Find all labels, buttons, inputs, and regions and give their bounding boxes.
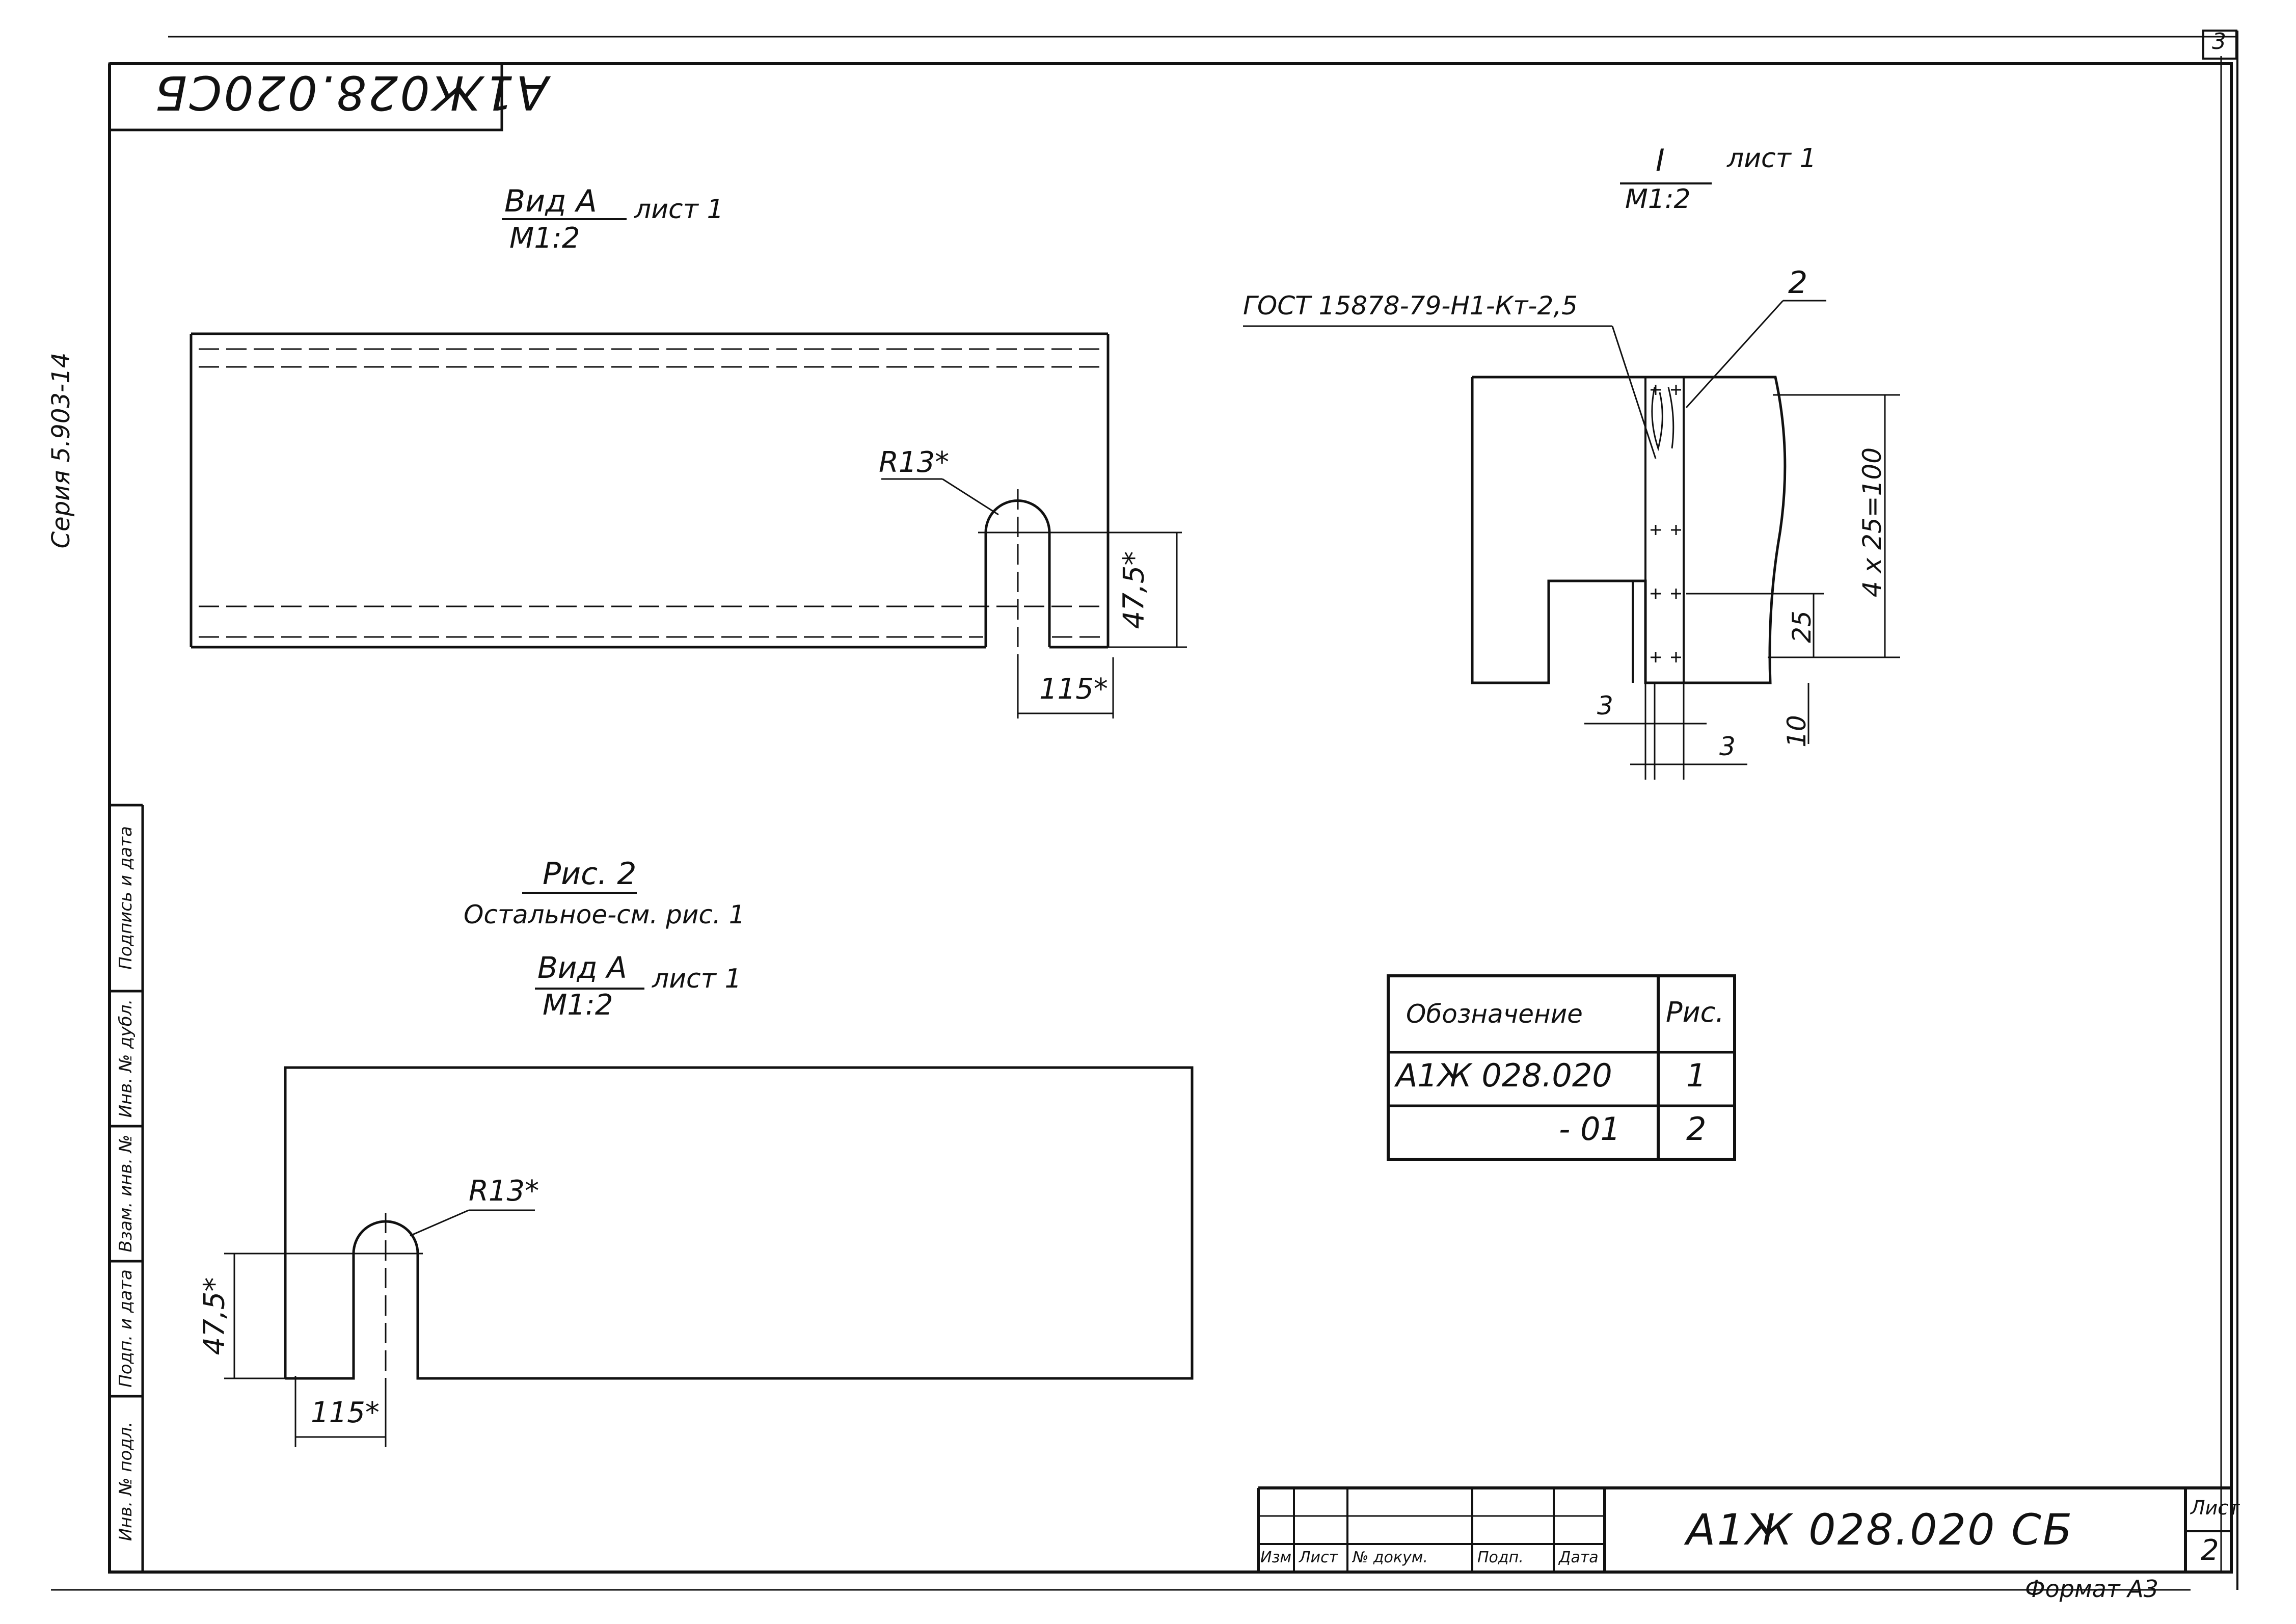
format-label: Формат А3 xyxy=(2025,1575,2158,1603)
fig2-title: Рис. 2 xyxy=(543,856,637,892)
title-block-col-dokum: № докум. xyxy=(1353,1549,1428,1566)
fig2-view-sheet: лист 1 xyxy=(652,964,742,994)
fig2-view-title: Вид А xyxy=(537,950,627,985)
table-row-1-designation: А1Ж 028.020 xyxy=(1396,1057,1612,1094)
fig2-note: Остальное-см. рис. 1 xyxy=(464,900,745,929)
detail-scale: М1:2 xyxy=(1625,184,1691,215)
fig1-radius-dim: R13* xyxy=(879,446,950,479)
side-strip-podpis-data: Подпись и дата xyxy=(116,826,136,970)
series-label: Серия 5.903-14 xyxy=(47,352,75,549)
title-block-col-izm: Изм xyxy=(1260,1549,1292,1566)
table-header-designation: Обозначение xyxy=(1406,999,1583,1029)
side-strip-podp-data: Подп. и дата xyxy=(116,1269,136,1388)
stamp-top-designation: А1Ж028.020СБ xyxy=(153,65,549,120)
title-block-col-list: Лист xyxy=(1299,1549,1338,1566)
leader-2-label: 2 xyxy=(1788,265,1808,301)
title-block-col-podp: Подп. xyxy=(1477,1549,1524,1566)
table-row-1-fig: 1 xyxy=(1686,1057,1707,1094)
corner-number: 3 xyxy=(2212,29,2226,55)
fig1-width-dim: 115* xyxy=(1039,673,1108,706)
side-strip-inv-podl: Инв. № подл. xyxy=(116,1421,136,1541)
view-a1-sheet: лист 1 xyxy=(634,194,724,225)
table-row-2-designation: - 01 xyxy=(1559,1110,1620,1148)
title-block-sheet-label: Лист xyxy=(2191,1497,2240,1519)
side-strip-inv-dubl: Инв. № дубл. xyxy=(116,999,136,1118)
detail-3a-dim: 3 xyxy=(1597,691,1613,721)
detail-3b-dim: 3 xyxy=(1719,732,1736,761)
detail-sheet: лист 1 xyxy=(1727,143,1817,174)
fig1-height-dim: 47,5* xyxy=(1117,551,1151,629)
title-block-sheet-number: 2 xyxy=(2201,1534,2219,1567)
view-a1-title: Вид А xyxy=(504,183,597,219)
side-strip-vzam-inv: Взам. инв. № xyxy=(116,1134,136,1253)
fig2-width-dim: 115* xyxy=(311,1396,380,1429)
title-block-col-data: Дата xyxy=(1559,1549,1599,1566)
detail-10-dim: 10 xyxy=(1781,715,1812,748)
detail-25-dim: 25 xyxy=(1787,610,1817,643)
table-header-fig: Рис. xyxy=(1666,996,1724,1028)
detail-pitch-dim: 4 x 25=100 xyxy=(1857,447,1887,598)
fig2-view-scale: М1:2 xyxy=(543,989,613,1022)
table-row-2-fig: 2 xyxy=(1686,1110,1707,1148)
weld-note: ГОСТ 15878-79-Н1-Кт-2,5 xyxy=(1243,291,1578,321)
fig2-height-dim: 47,5* xyxy=(198,1277,231,1355)
detail-title: I xyxy=(1656,143,1665,178)
fig2-radius-dim: R13* xyxy=(469,1175,539,1208)
title-block-designation: А1Ж 028.020 СБ xyxy=(1686,1505,2074,1555)
view-a1-scale: М1:2 xyxy=(509,222,580,255)
